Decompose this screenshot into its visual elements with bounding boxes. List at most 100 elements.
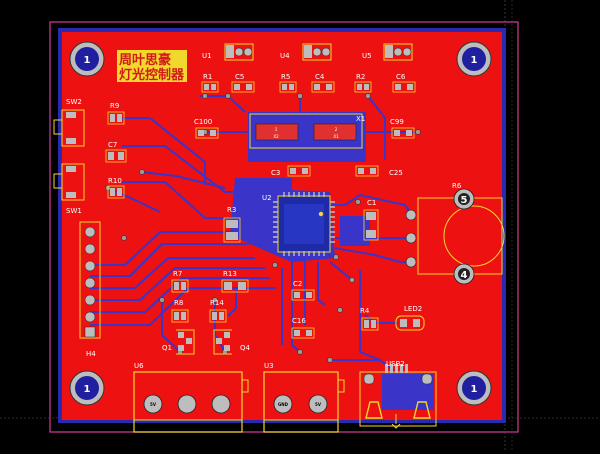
component-r13: R13 xyxy=(221,270,249,293)
component-h4: H4 xyxy=(79,221,101,358)
component-u1: U1 xyxy=(202,43,254,61)
crystal-pad-name: X1 xyxy=(333,134,339,139)
u2-pins xyxy=(273,192,335,256)
ref-label: U5 xyxy=(362,52,372,60)
ref-label: R2 xyxy=(356,73,365,81)
ref-label: R8 xyxy=(174,299,183,307)
mount-hole-number: 1 xyxy=(471,55,478,66)
component-sw2: SW2 xyxy=(53,98,85,147)
component-c5: C5 xyxy=(231,73,255,93)
component-c1: C1 xyxy=(363,199,379,241)
ref-label: U1 xyxy=(202,52,212,60)
ref-label: R14 xyxy=(210,299,224,307)
component-q4: Q4 xyxy=(213,329,251,355)
terminal-pin-label: 5V xyxy=(315,402,322,407)
component-r1: R1 xyxy=(201,73,219,93)
ref-label: R4 xyxy=(360,307,370,315)
ref-label: C2 xyxy=(293,280,302,288)
component-c6: C6 xyxy=(392,73,416,93)
ref-label: X1 xyxy=(356,115,365,123)
component-c2: C2 xyxy=(291,280,315,301)
ref-label: C25 xyxy=(389,169,403,177)
component-sw1: SW1 xyxy=(53,163,85,215)
ref-label: C100 xyxy=(194,118,212,126)
crystal-pad-1 xyxy=(255,123,299,141)
h4-pins xyxy=(84,226,96,323)
ref-label: U2 xyxy=(262,194,272,202)
ref-label: H4 xyxy=(86,350,96,358)
ref-label: C4 xyxy=(315,73,325,81)
bottom-pour xyxy=(340,216,370,246)
component-u4: U4 xyxy=(280,43,332,61)
component-c3: C3 xyxy=(271,165,311,177)
terminal-pin xyxy=(143,394,163,414)
ref-label: R3 xyxy=(227,206,236,214)
via-group xyxy=(105,93,421,363)
board-title: 周叶思豪 灯光控制器 xyxy=(117,50,187,83)
component-u6: 5V U6 xyxy=(133,362,249,433)
ref-label: U3 xyxy=(264,362,274,370)
mount-hole-bottom-left: 1 xyxy=(69,370,105,406)
ref-label: LED2 xyxy=(404,305,422,313)
ref-label: R1 xyxy=(203,73,212,81)
component-c100: C100 xyxy=(194,118,219,139)
component-c25: C25 xyxy=(355,165,403,177)
ref-label: R13 xyxy=(223,270,237,278)
ref-label: R6 xyxy=(452,182,462,190)
terminal-pin-label: 5V xyxy=(150,402,157,407)
component-r2: R2 xyxy=(354,73,372,93)
ref-label: R10 xyxy=(108,177,122,185)
component-r6: 5 4 R6 xyxy=(405,182,505,285)
pot-knob-outline xyxy=(443,205,505,267)
crystal-pad-number: 1 xyxy=(275,127,278,132)
mount-hole-top-right: 1 xyxy=(456,41,492,77)
mount-hole-top-left: 1 xyxy=(69,41,105,77)
component-u5: U5 xyxy=(362,43,413,61)
ref-label: SW1 xyxy=(66,207,82,215)
mount-hole-number: 1 xyxy=(471,384,478,395)
ref-label: U6 xyxy=(134,362,144,370)
mount-hole-number: 1 xyxy=(84,384,91,395)
component-r14: R14 xyxy=(209,299,227,323)
terminal-pin xyxy=(308,394,328,414)
ref-label: R5 xyxy=(281,73,290,81)
ref-label: C5 xyxy=(235,73,244,81)
crystal-pad-name: X2 xyxy=(273,134,279,139)
pot-pin-number: 5 xyxy=(461,195,468,206)
board-title-line2: 灯光控制器 xyxy=(119,67,185,83)
usb-signal-pads xyxy=(385,364,408,373)
ref-label: C99 xyxy=(390,118,404,126)
component-usb2: USB2 xyxy=(359,360,437,429)
ref-label: Q4 xyxy=(240,344,251,352)
component-r8: R8 xyxy=(171,299,189,323)
mount-hole-bottom-right: 1 xyxy=(456,370,492,406)
component-r9: R9 xyxy=(107,102,125,125)
component-r7: R7 xyxy=(171,270,189,293)
terminal-pin-label: GND xyxy=(278,402,289,407)
board-title-line1: 周叶思豪 xyxy=(119,52,171,68)
ref-label: U4 xyxy=(280,52,290,60)
mount-hole-number: 1 xyxy=(84,55,91,66)
crystal-pad-number: 2 xyxy=(335,127,338,132)
component-u3: GND 5V U3 xyxy=(263,362,345,433)
board-title-bg xyxy=(117,50,187,82)
terminal-pin xyxy=(211,394,231,414)
component-r3: R3 xyxy=(223,206,241,243)
component-c4: C4 xyxy=(311,73,335,93)
component-led2: LED2 xyxy=(395,305,425,331)
component-c16: C16 xyxy=(291,317,315,339)
ref-label: C7 xyxy=(108,141,117,149)
ref-label: C6 xyxy=(396,73,406,81)
component-r10: R10 xyxy=(107,177,125,199)
ref-label: SW2 xyxy=(66,98,82,106)
ref-label: Q1 xyxy=(162,344,172,352)
pot-pin-number: 4 xyxy=(461,270,468,281)
ref-label: USB2 xyxy=(386,360,405,368)
ref-label: C1 xyxy=(367,199,376,207)
ref-label: C3 xyxy=(271,169,280,177)
pin1-marker xyxy=(318,211,324,217)
crystal-pad-2 xyxy=(313,123,357,141)
terminal-pin xyxy=(273,394,293,414)
component-x1: 1 X2 2 X1 X1 xyxy=(249,113,365,149)
